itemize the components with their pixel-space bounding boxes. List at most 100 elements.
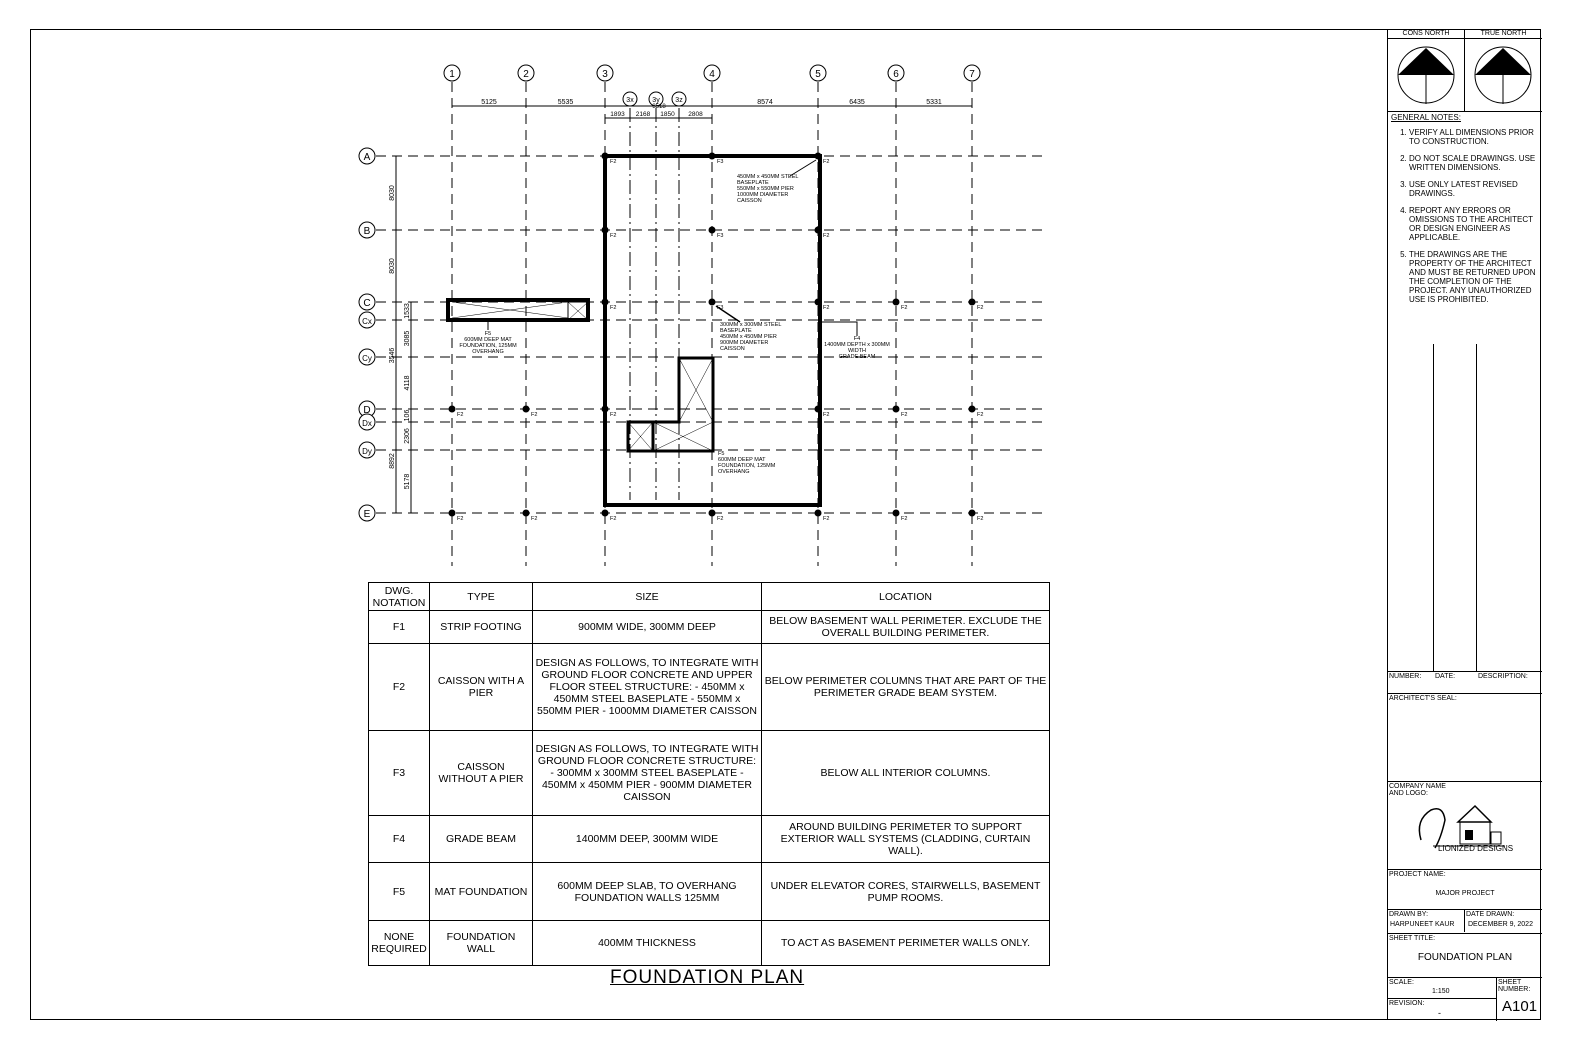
grid-label: 4 xyxy=(709,69,715,80)
dimension-text: 2808 xyxy=(688,111,703,118)
mat-foundation-elevator xyxy=(446,298,590,322)
plan-annotation: 1400MM DEPTH x 300MM xyxy=(824,342,890,348)
plan-annotation: OVERHANG xyxy=(718,469,749,475)
drawn-by: HARPUNEET KAUR xyxy=(1390,921,1455,928)
footing-tag: F2 xyxy=(531,412,537,418)
general-notes: GENERAL NOTES: VERIFY ALL DIMENSIONS PRI… xyxy=(1391,113,1541,312)
grid-bubble xyxy=(358,147,376,165)
size-cell: DESIGN AS FOLLOWS, TO INTEGRATE WITH GRO… xyxy=(532,730,762,816)
footing-tag: F2 xyxy=(977,516,983,522)
notation-cell: F3 xyxy=(368,730,430,816)
date-drawn: DECEMBER 9, 2022 xyxy=(1468,921,1533,928)
plan-annotation: GRADE BEAM xyxy=(839,354,876,360)
dimension-text: 1533 xyxy=(404,303,411,319)
footing-tag: F2 xyxy=(977,305,983,311)
grid-label: E xyxy=(364,509,371,520)
location-cell: UNDER ELEVATOR CORES, STAIRWELLS, BASEME… xyxy=(761,862,1050,921)
stair-box xyxy=(567,301,589,321)
notation-cell: F2 xyxy=(368,643,430,731)
company-label: COMPANY NAME AND LOGO: xyxy=(1389,783,1446,797)
footing-tag: F2 xyxy=(531,516,537,522)
note-item: USE ONLY LATEST REVISED DRAWINGS. xyxy=(1409,180,1541,198)
grid-label: A xyxy=(364,152,371,163)
grid-label: 3 xyxy=(602,69,608,80)
plan-annotation: 600MM DEEP MAT xyxy=(718,457,766,463)
column-footing-marker xyxy=(892,298,900,306)
footing-tag: F2 xyxy=(901,516,907,522)
true-north-arrow-icon xyxy=(1474,46,1532,104)
location-cell: BELOW BASEMENT WALL PERIMETER. EXCLUDE T… xyxy=(761,610,1050,644)
column-footing-marker xyxy=(601,152,609,160)
footing-tag: F2 xyxy=(610,412,616,418)
type-cell: GRADE BEAM xyxy=(429,815,533,863)
scale-value: 1:150 xyxy=(1432,988,1450,995)
cross-line xyxy=(678,357,714,423)
footing-tag: F3 xyxy=(717,233,723,239)
dimension-text: 3518 xyxy=(652,104,666,110)
plan-annotation: FOUNDATION, 125MM xyxy=(459,343,517,349)
note-item: DO NOT SCALE DRAWINGS. USE WRITTEN DIMEN… xyxy=(1409,154,1541,172)
revision-value: - xyxy=(1438,1008,1441,1018)
location-cell: AROUND BUILDING PERIMETER TO SUPPORT EXT… xyxy=(761,815,1050,863)
column-footing-marker xyxy=(448,509,456,517)
grid-bubble xyxy=(517,64,535,82)
grid-label: 1 xyxy=(449,69,455,80)
column-footing-marker xyxy=(892,509,900,517)
dimension-text: 6435 xyxy=(849,99,865,106)
column-footing-marker xyxy=(968,405,976,413)
grid-bubble xyxy=(963,64,981,82)
scale-label: SCALE: xyxy=(1389,979,1414,986)
north-arrow-icon xyxy=(1397,46,1455,104)
date-drawn-label: DATE DRAWN: xyxy=(1466,911,1515,918)
grid-label: 2 xyxy=(523,69,529,80)
sheet-title: FOUNDATION PLAN xyxy=(1417,952,1513,963)
dimension-text: 2306 xyxy=(404,428,411,444)
leader-line xyxy=(715,305,741,323)
footing-tag: F2 xyxy=(610,233,616,239)
plan-annotation: FOUNDATION, 125MM xyxy=(718,463,776,469)
table-header-row: DWG. NOTATION TYPE SIZE LOCATION xyxy=(368,582,1050,611)
cross-line xyxy=(652,421,714,452)
grid-label: B xyxy=(364,226,371,237)
footing-tag: F2 xyxy=(823,305,829,311)
dimension-text: 8574 xyxy=(757,99,773,106)
plan-annotation: CAISSON xyxy=(720,346,745,352)
dimension-text: 1893 xyxy=(610,111,625,118)
grid-bubble xyxy=(443,64,461,82)
column-footing-marker xyxy=(448,405,456,413)
footing-tag: F2 xyxy=(977,412,983,418)
plan-annotation: 900MM DIAMETER xyxy=(720,340,768,346)
project-name: MAJOR PROJECT xyxy=(1435,890,1495,897)
grid-bubble xyxy=(358,221,376,239)
column-footing-marker xyxy=(708,298,716,306)
column-footing-marker xyxy=(601,298,609,306)
column-footing-marker xyxy=(522,405,530,413)
header-notation: DWG. NOTATION xyxy=(368,582,430,611)
column-footing-marker xyxy=(968,509,976,517)
column-footing-marker xyxy=(814,298,822,306)
grid-label: 5 xyxy=(815,69,821,80)
plan-annotation: OVERHANG xyxy=(472,349,503,355)
dimension-text: 5178 xyxy=(404,474,411,490)
column-footing-marker xyxy=(601,405,609,413)
size-cell: DESIGN AS FOLLOWS, TO INTEGRATE WITH GRO… xyxy=(532,643,762,731)
plan-annotation: 300MM x 300MM STEEL xyxy=(720,322,781,328)
sheet-border xyxy=(30,29,1541,1020)
size-cell: 400MM THICKNESS xyxy=(532,920,762,966)
grid-label: 3x xyxy=(626,97,634,104)
note-item: VERIFY ALL DIMENSIONS PRIOR TO CONSTRUCT… xyxy=(1409,128,1541,146)
column-footing-marker xyxy=(814,509,822,517)
plan-annotation: 1000MM DIAMETER xyxy=(737,192,788,198)
dimension-text: 8030 xyxy=(389,258,396,274)
project-label: PROJECT NAME: xyxy=(1389,871,1446,878)
type-cell: CAISSON WITH A PIER xyxy=(429,643,533,731)
type-cell: CAISSON WITHOUT A PIER xyxy=(429,730,533,816)
grid-bubble xyxy=(809,64,827,82)
location-cell: TO ACT AS BASEMENT PERIMETER WALLS ONLY. xyxy=(761,920,1050,966)
